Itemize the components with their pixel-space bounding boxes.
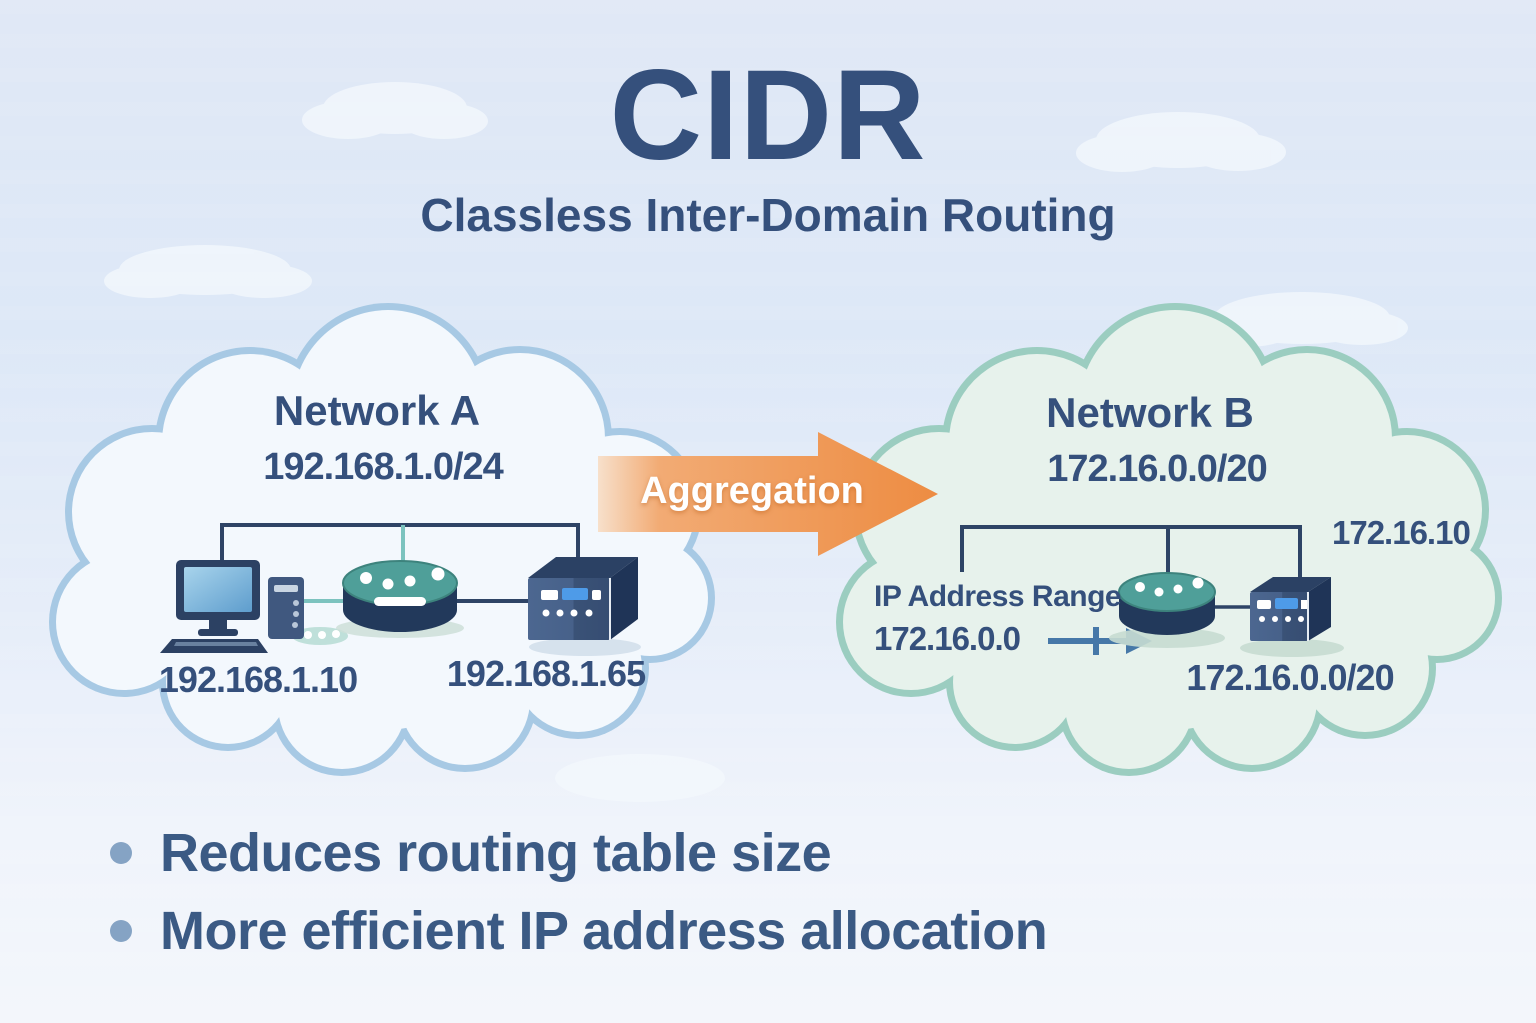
network-a-cloud bbox=[49, 303, 715, 776]
network-b-bus-label: 172.16.10 bbox=[1332, 514, 1471, 551]
workstation-icon bbox=[160, 560, 348, 653]
router-b-icon bbox=[1109, 572, 1225, 648]
bullet-item: More efficient IP address allocation bbox=[110, 900, 1048, 962]
tower-icon bbox=[268, 577, 304, 639]
page-subtitle: Classless Inter-Domain Routing bbox=[420, 189, 1116, 241]
network-b-server-cidr: 172.16.0.0/20 bbox=[1186, 657, 1394, 698]
network-b-name: Network B bbox=[1046, 389, 1254, 436]
network-a-server-ip: 192.168.1.65 bbox=[446, 653, 646, 694]
router-a-icon bbox=[336, 560, 464, 638]
ip-address-range-label: IP Address Range bbox=[874, 580, 1122, 613]
network-b-cidr: 172.16.0.0/20 bbox=[1047, 448, 1267, 490]
server-b-icon bbox=[1240, 577, 1344, 657]
network-a-cidr: 192.168.1.0/24 bbox=[263, 446, 504, 488]
bullet-item: Reduces routing table size bbox=[110, 822, 832, 884]
sky-cloud-decoration bbox=[104, 82, 1408, 802]
network-b-bus bbox=[960, 525, 1302, 609]
bullet-text: Reduces routing table size bbox=[160, 823, 832, 883]
server-a-icon bbox=[528, 557, 641, 656]
network-a-workstation-ip: 192.168.1.10 bbox=[158, 659, 358, 700]
bullet-dot-icon bbox=[110, 920, 132, 942]
aggregation-arrow bbox=[598, 432, 938, 556]
page-title: CIDR bbox=[609, 44, 927, 187]
bullet-dot-icon bbox=[110, 842, 132, 864]
network-a-name: Network A bbox=[273, 387, 481, 434]
ip-range-start: 172.16.0.0 bbox=[874, 620, 1021, 657]
aggregation-label: Aggregation bbox=[640, 470, 864, 512]
bullet-text: More efficient IP address allocation bbox=[160, 901, 1048, 961]
